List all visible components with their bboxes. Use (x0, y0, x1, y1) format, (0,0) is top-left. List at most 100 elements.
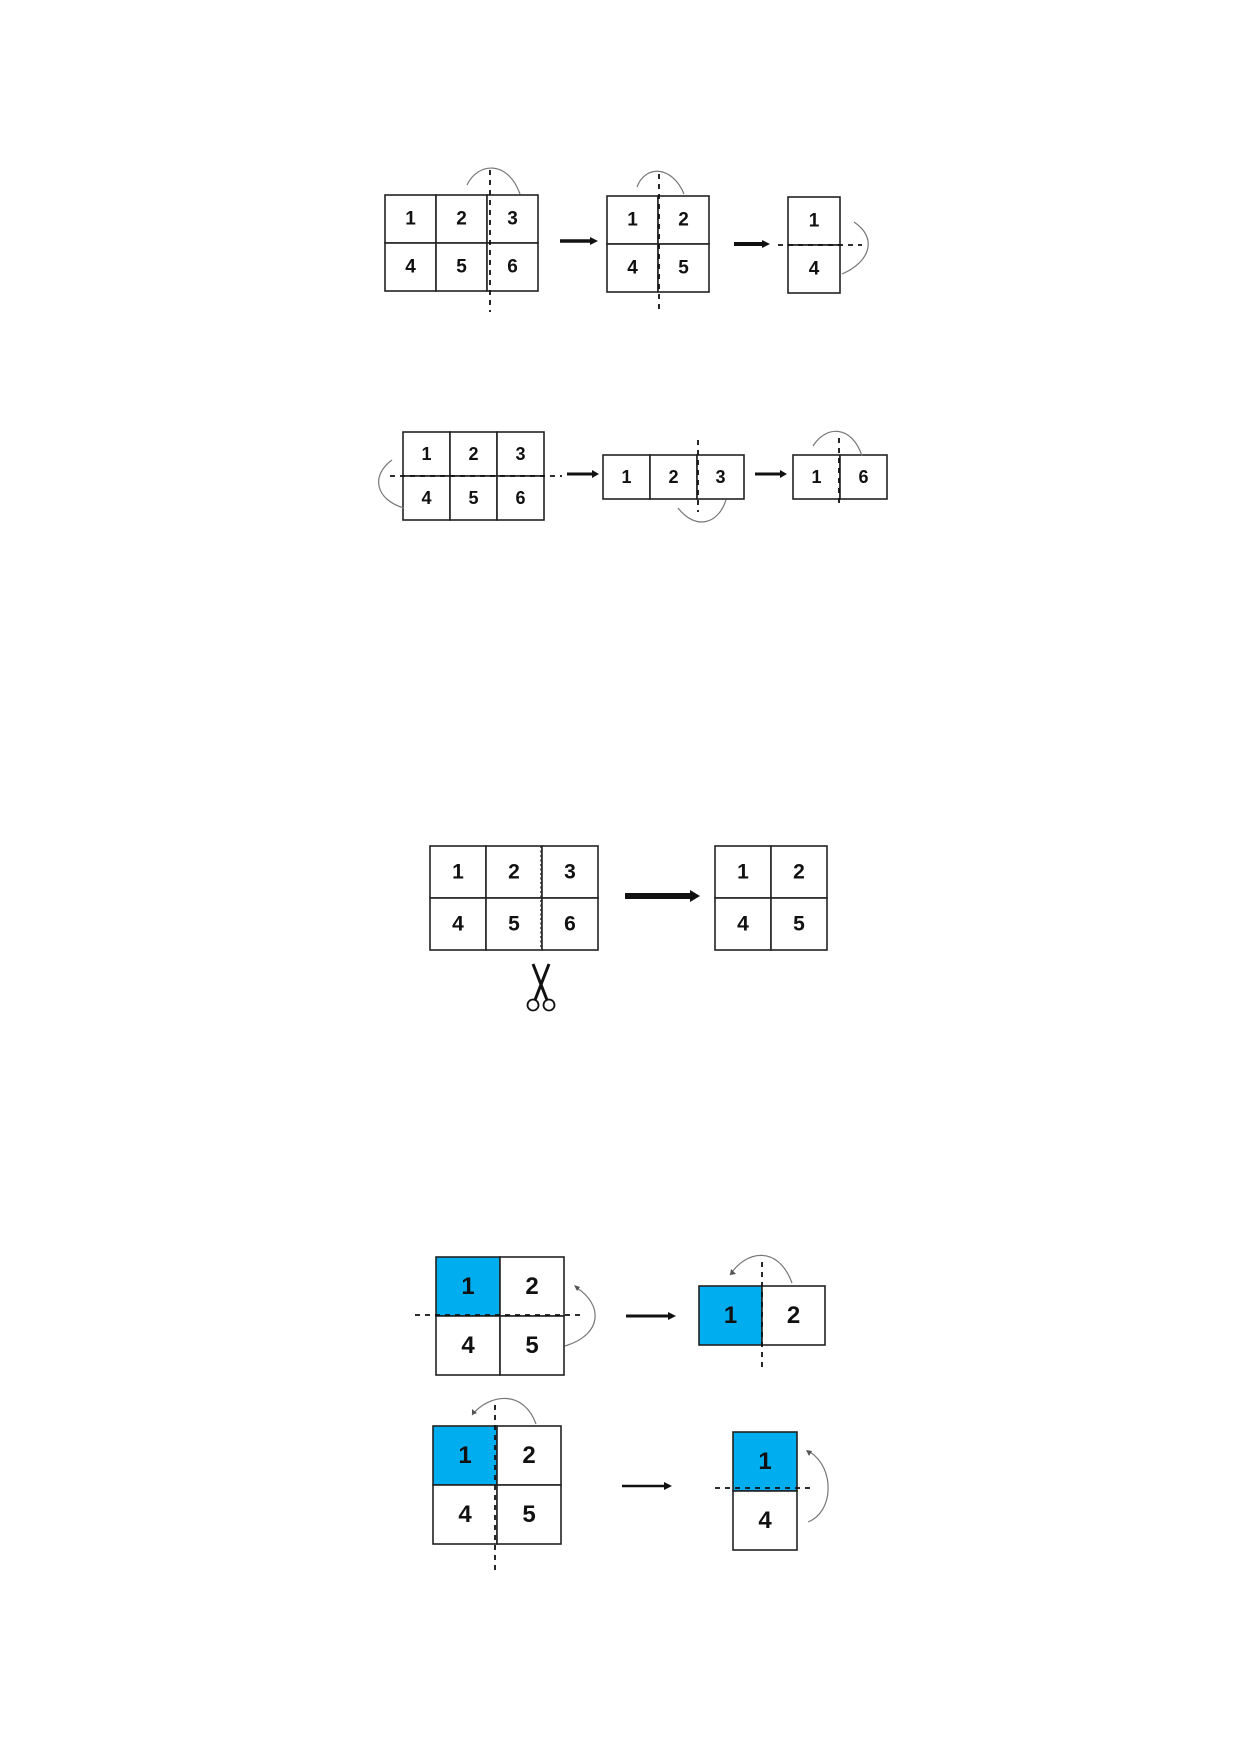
cell-number: 4 (458, 1501, 472, 1528)
cell-number: 1 (458, 1442, 471, 1469)
curved-arrow-icon (471, 1397, 537, 1425)
grid-cell-highlighted (698, 1285, 763, 1346)
cell-number: 1 (811, 467, 821, 487)
grid-cell (496, 1484, 562, 1545)
curved-arrow-icon (378, 459, 405, 509)
cell-number: 4 (405, 257, 416, 278)
cell-number: 4 (737, 913, 749, 936)
scissors-icon (526, 963, 556, 1012)
arrowhead-icon (730, 1269, 736, 1275)
cell-number: 1 (737, 861, 749, 884)
cell-number: 2 (793, 861, 805, 884)
cell-number: 6 (564, 913, 576, 936)
right-arrow-icon (567, 470, 599, 478)
cell-number: 5 (468, 488, 478, 508)
cell-number: 3 (515, 444, 525, 464)
curved-arrow-icon (812, 430, 863, 457)
grid-cell (770, 845, 828, 899)
grid-cell (496, 475, 545, 521)
grid-cell (384, 194, 437, 244)
cell-number: 5 (525, 1332, 538, 1359)
right-arrow-icon (626, 1312, 676, 1320)
cell-number: 2 (787, 1302, 800, 1329)
grid-cell (432, 1484, 498, 1545)
grid-cell-highlighted (432, 1425, 498, 1486)
grid-row5-b: 14 (732, 1431, 798, 1551)
grid-row1-b: 1 2 4 5 (606, 195, 710, 293)
cell-number: 4 (461, 1332, 475, 1359)
cell-number: 4 (758, 1507, 772, 1534)
grid-cell (792, 454, 841, 500)
curved-arrow-icon (466, 167, 521, 195)
grid-cell (732, 1490, 798, 1551)
cell-number: 1 (621, 467, 631, 487)
cell-number: 4 (627, 258, 638, 279)
right-arrow-icon (625, 890, 700, 902)
grid-cell (429, 897, 487, 951)
curved-arrow-icon (807, 1451, 829, 1523)
cell-number: 5 (508, 913, 520, 936)
curved-arrow-icon (564, 1287, 596, 1347)
cell-number: 4 (421, 488, 431, 508)
cell-number: 4 (809, 259, 820, 280)
grid-cell (839, 454, 888, 500)
cell-number: 1 (452, 861, 464, 884)
cell-number: 3 (507, 209, 518, 230)
cell-number: 1 (421, 444, 431, 464)
grid-cell (499, 1315, 565, 1376)
cell-number: 2 (525, 1273, 538, 1300)
grid-cell (435, 1315, 501, 1376)
arrowhead-icon (574, 1285, 580, 1291)
grid-row5-a: 1 2 4 5 (432, 1425, 562, 1545)
cell-number: 4 (452, 913, 464, 936)
grid-cell (449, 475, 498, 521)
right-arrow-icon (560, 237, 598, 245)
cell-number: 5 (522, 1501, 535, 1528)
cell-number: 2 (468, 444, 478, 464)
cell-number: 1 (627, 210, 638, 231)
curved-arrow-icon (636, 170, 685, 195)
cell-number: 2 (456, 209, 467, 230)
transition-arrows (560, 237, 787, 1490)
cell-number: 1 (758, 1448, 771, 1475)
cell-number: 2 (508, 861, 520, 884)
grid-row3-a: 1 2 3 4 5 6 (429, 845, 599, 951)
fold-lines (390, 170, 862, 1570)
cell-number: 5 (678, 258, 689, 279)
grid-cell (696, 454, 745, 500)
grid-cell (657, 195, 710, 245)
right-arrow-icon (755, 470, 787, 478)
grid-cell (429, 845, 487, 899)
grid-row2-a: 1 2 3 4 5 6 (402, 431, 545, 521)
cell-number: 3 (564, 861, 576, 884)
grid-cell (435, 194, 488, 244)
right-arrow-icon (734, 240, 770, 248)
arrowhead-icon (472, 1409, 477, 1415)
curved-arrow-icon (729, 1254, 793, 1284)
fold-direction-curves (378, 167, 869, 1523)
cell-number: 2 (522, 1442, 535, 1469)
grid-cell (787, 244, 841, 294)
grid-cell (499, 1256, 565, 1317)
cell-number: 2 (678, 210, 689, 231)
grid-cell (787, 196, 841, 246)
grid-cell (541, 897, 599, 951)
cell-number: 5 (456, 257, 467, 278)
cell-number: 6 (515, 488, 525, 508)
curved-arrow-icon (841, 221, 869, 275)
cell-number: 1 (405, 209, 416, 230)
cell-number: 1 (724, 1302, 737, 1329)
grid-cell (449, 431, 498, 477)
curved-arrow-icon (677, 499, 727, 523)
grid-cell (606, 243, 659, 293)
arrowhead-icon (806, 1450, 812, 1456)
cell-number: 1 (809, 211, 820, 232)
